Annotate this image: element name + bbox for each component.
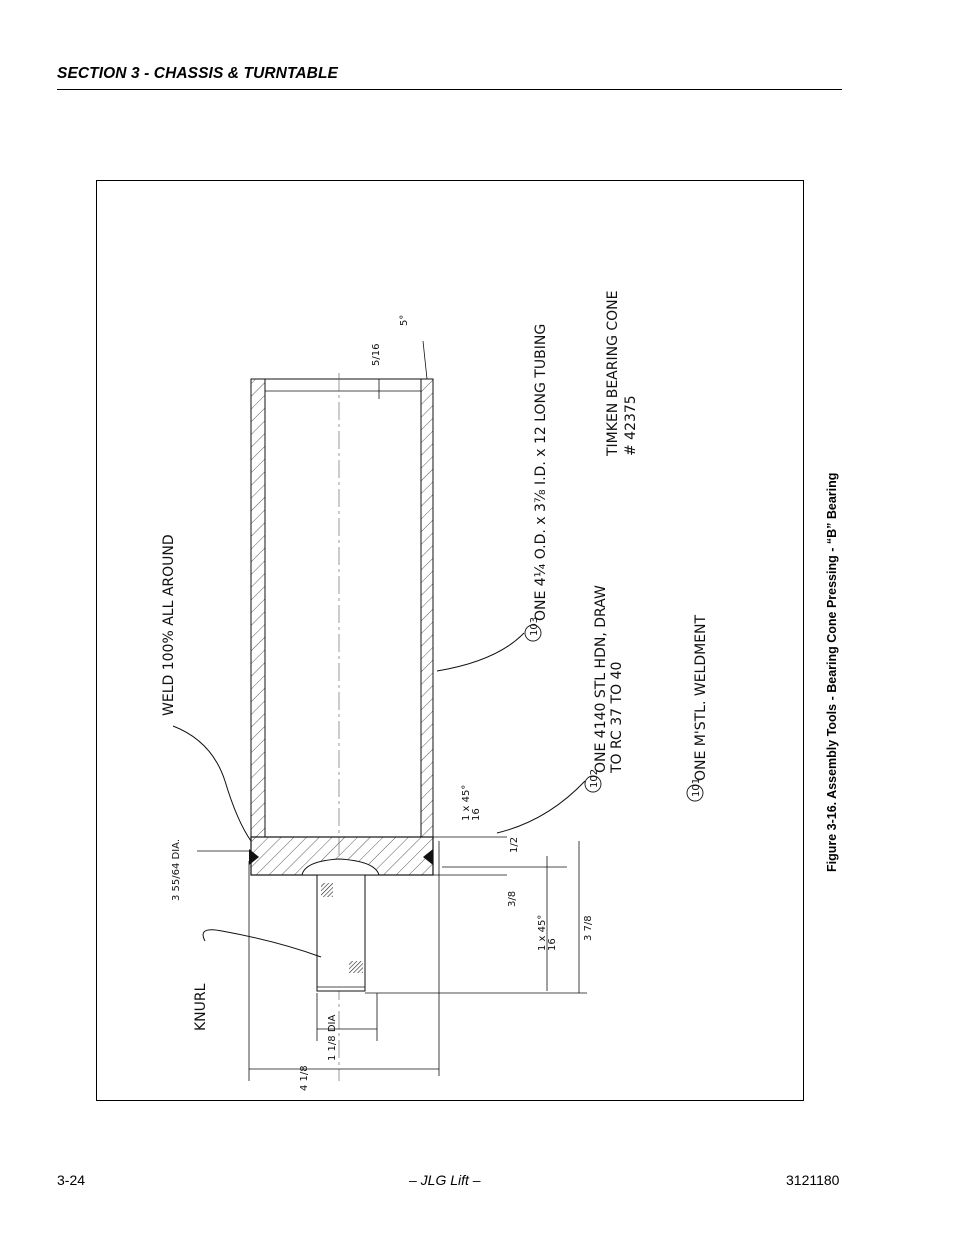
page-number: 3-24 [57, 1172, 86, 1188]
dim-shoulder: 3/8 [507, 891, 518, 907]
technical-drawing: WELD 100% ALL AROUND ONE 4¼ O.D. x 3⅞ I.… [161, 291, 709, 1091]
figure-frame: WELD 100% ALL AROUND ONE 4¼ O.D. x 3⅞ I.… [96, 180, 804, 1101]
leader-lines [172, 632, 586, 958]
note-weld: WELD 100% ALL AROUND [161, 534, 177, 716]
note-weldment: ONE M'STL. WELDMENT [693, 614, 709, 781]
plug-section [249, 836, 434, 876]
balloon-label-103: 103 [529, 617, 540, 636]
dim-chamfer-top-den: 16 [471, 808, 482, 821]
dim-dia-pin: 1 1/8 DIA [327, 1015, 338, 1061]
dim-chamfer-bottom-den: 16 [547, 938, 558, 951]
item-balloon-102 [584, 775, 602, 793]
publisher: – JLG Lift – [409, 1172, 481, 1188]
note-knurl: KNURL [193, 983, 209, 1031]
item-balloon-103 [524, 624, 542, 642]
pin [316, 874, 366, 992]
item-balloon-101 [686, 784, 704, 802]
dim-chamfer-top: 1 x 45° [461, 785, 472, 821]
dim-dia-top: 3 55/64 DIA. [171, 839, 182, 901]
dim-wall: 5/16 [371, 344, 382, 366]
dim-taper: 5° [399, 315, 410, 326]
document-number: 3121180 [786, 1172, 840, 1188]
tube-section [250, 373, 434, 1081]
note-tubing: ONE 4¼ O.D. x 3⅞ I.D. x 12 LONG TUBING [533, 324, 549, 621]
note-plug-line1: ONE 4140 STL HDN, DRAW [593, 585, 609, 773]
note-bearing-line2: # 42375 [623, 395, 639, 456]
figure-caption: Figure 3-16. Assembly Tools - Bearing Co… [825, 472, 839, 872]
note-plug-line2: TO RC 37 TO 40 [609, 662, 625, 774]
note-bearing-line1: TIMKEN BEARING CONE [605, 291, 621, 457]
dim-plate: 1/2 [509, 837, 520, 853]
dimension-lines [197, 340, 587, 1081]
dim-dia-base: 4 1/8 [299, 1065, 310, 1091]
header-rule [57, 89, 842, 90]
dim-length: 3 7/8 [583, 915, 594, 941]
balloon-label-101: 101 [691, 778, 702, 797]
balloon-label-102: 102 [589, 769, 600, 788]
section-title: SECTION 3 - CHASSIS & TURNTABLE [57, 65, 338, 82]
dim-chamfer-bottom: 1 x 45° [537, 915, 548, 951]
